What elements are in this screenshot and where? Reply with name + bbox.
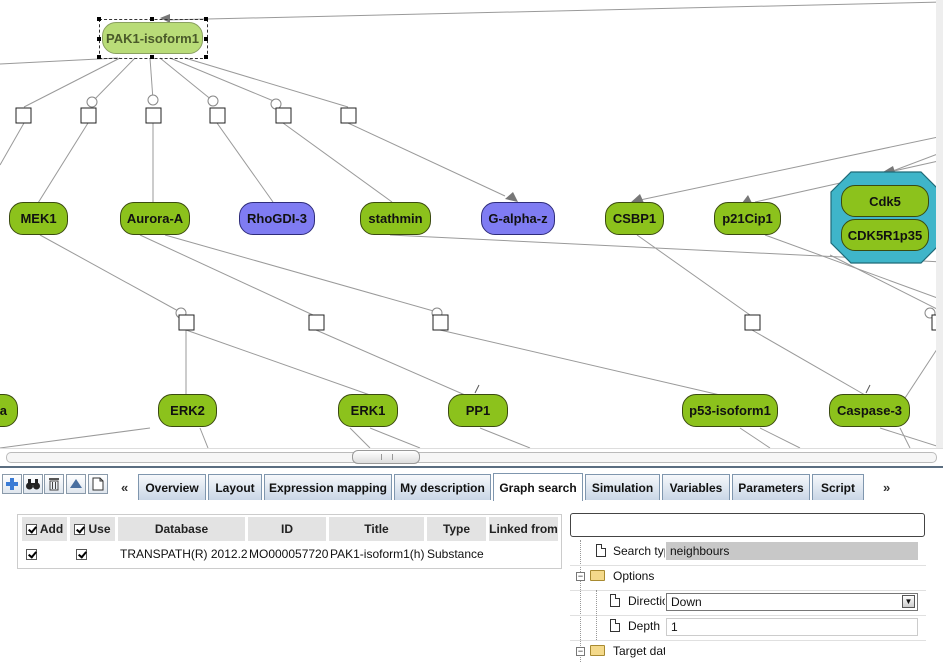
row-use-checkbox[interactable] — [76, 545, 90, 563]
prop-depth: Depth 1 — [570, 615, 926, 641]
node-cdk5[interactable]: Cdk5 — [841, 185, 929, 217]
node-csbp1[interactable]: CSBP1 — [605, 202, 664, 235]
document-icon — [610, 619, 620, 632]
tab-graph-search[interactable]: Graph search — [493, 473, 583, 501]
prop-label: Target dat — [613, 644, 665, 658]
prop-search-type: Search typ neighbours — [570, 540, 926, 566]
reaction-square — [178, 314, 195, 331]
prop-direction: Directio Down ▼ — [570, 590, 926, 640]
node-cdk5r1p35[interactable]: CDK5R1p35 — [841, 219, 929, 251]
selection-handle[interactable] — [97, 17, 101, 21]
vertical-scrollbar[interactable] — [936, 0, 943, 448]
cell-title: PAK1-isoform1(h) — [330, 547, 425, 561]
header-database[interactable]: Database — [118, 517, 246, 541]
reaction-square — [15, 107, 32, 124]
collapse-icon[interactable]: − — [576, 646, 585, 656]
header-add[interactable]: Add — [22, 517, 68, 541]
node-p53-isoform1[interactable]: p53-isoform1 — [682, 394, 778, 427]
up-arrow-icon[interactable] — [66, 474, 86, 494]
reaction-square — [209, 107, 226, 124]
node-pp1[interactable]: PP1 — [448, 394, 508, 427]
document-icon — [610, 594, 620, 607]
folder-icon — [590, 570, 605, 581]
node-mek1[interactable]: MEK1 — [9, 202, 68, 235]
header-linked-from[interactable]: Linked from — [489, 517, 559, 541]
search-results-table: Add Use Database ID Title Type Linked fr… — [17, 514, 562, 569]
reaction-square — [80, 107, 97, 124]
tree-line — [580, 540, 581, 662]
node-erk2[interactable]: ERK2 — [158, 394, 217, 427]
prop-options: − Options — [570, 565, 926, 591]
node-caspase-3[interactable]: Caspase-3 — [829, 394, 910, 427]
tab-simulation[interactable]: Simulation — [585, 474, 660, 500]
direction-select[interactable]: Down ▼ — [666, 593, 918, 611]
graph-canvas[interactable]: PAK1-isoform1 MEK1 Aurora-A RhoGDI-3 sta… — [0, 0, 943, 448]
cell-id: MO000057720 — [249, 547, 329, 561]
node-erk1[interactable]: ERK1 — [338, 394, 398, 427]
checkbox[interactable] — [74, 523, 86, 535]
reaction-square — [340, 107, 357, 124]
selection-handle[interactable] — [97, 55, 101, 59]
tab-variables[interactable]: Variables — [662, 474, 730, 500]
selection-handle[interactable] — [150, 55, 154, 59]
checkbox[interactable] — [25, 523, 37, 535]
reaction-square — [744, 314, 761, 331]
tab-expression-mapping[interactable]: Expression mapping — [264, 474, 392, 500]
tabs-scroll-left[interactable]: « — [121, 480, 129, 495]
cell-database: TRANSPATH(R) 2012.2 — [120, 547, 248, 561]
add-icon[interactable] — [2, 474, 22, 494]
header-title[interactable]: Title — [329, 517, 425, 541]
selection-handle[interactable] — [150, 17, 154, 21]
selection-handle[interactable] — [97, 37, 101, 41]
cell-type: Substance — [427, 547, 484, 561]
search-input[interactable] — [570, 513, 925, 537]
node-g-alpha-z[interactable]: G-alpha-z — [481, 202, 555, 235]
reaction-square — [308, 314, 325, 331]
prop-label: Search typ — [613, 544, 665, 558]
selection-handle[interactable] — [204, 17, 208, 21]
chevron-down-icon[interactable]: ▼ — [902, 595, 915, 608]
tab-parameters[interactable]: Parameters — [732, 474, 810, 500]
search-type-value: neighbours — [666, 542, 918, 560]
prop-label: Options — [613, 569, 655, 583]
header-use[interactable]: Use — [70, 517, 116, 541]
document-icon — [596, 544, 606, 557]
search-properties: Search typ neighbours − Options Directio… — [570, 540, 926, 662]
document-icon[interactable] — [88, 474, 108, 494]
binoculars-icon[interactable] — [23, 474, 43, 494]
prop-target: − Target dat — [570, 640, 926, 665]
scroll-track[interactable] — [6, 452, 937, 463]
header-id[interactable]: ID — [248, 517, 327, 541]
row-add-checkbox[interactable] — [26, 545, 40, 563]
prop-label: Directio — [628, 594, 665, 608]
node-rhogdi-3[interactable]: RhoGDI-3 — [239, 202, 315, 235]
node-p21cip1[interactable]: p21Cip1 — [714, 202, 781, 235]
tabs-scroll-right[interactable]: » — [883, 480, 891, 495]
reaction-square — [145, 107, 162, 124]
trash-icon[interactable] — [44, 474, 64, 494]
scroll-thumb[interactable] — [352, 450, 420, 464]
folder-icon — [590, 645, 605, 656]
node-pak1[interactable]: PAK1-isoform1 — [102, 22, 203, 54]
node-aurora-a[interactable]: Aurora-A — [120, 202, 190, 235]
reaction-square — [275, 107, 292, 124]
grip-icon — [381, 454, 393, 460]
tab-layout[interactable]: Layout — [208, 474, 262, 500]
selection-handle[interactable] — [204, 55, 208, 59]
node-stathmin[interactable]: stathmin — [360, 202, 431, 235]
depth-input[interactable]: 1 — [666, 618, 918, 636]
editor-toolbar: « Overview Layout Expression mapping My … — [0, 466, 943, 502]
tab-overview[interactable]: Overview — [138, 474, 206, 500]
collapse-icon[interactable]: − — [576, 571, 585, 581]
header-type[interactable]: Type — [427, 517, 487, 541]
tab-script[interactable]: Script — [812, 474, 864, 500]
selection-handle[interactable] — [204, 37, 208, 41]
reaction-square — [432, 314, 449, 331]
horizontal-scrollbar[interactable] — [0, 448, 943, 465]
tab-my-description[interactable]: My description — [394, 474, 491, 500]
prop-label: Depth — [628, 619, 661, 633]
